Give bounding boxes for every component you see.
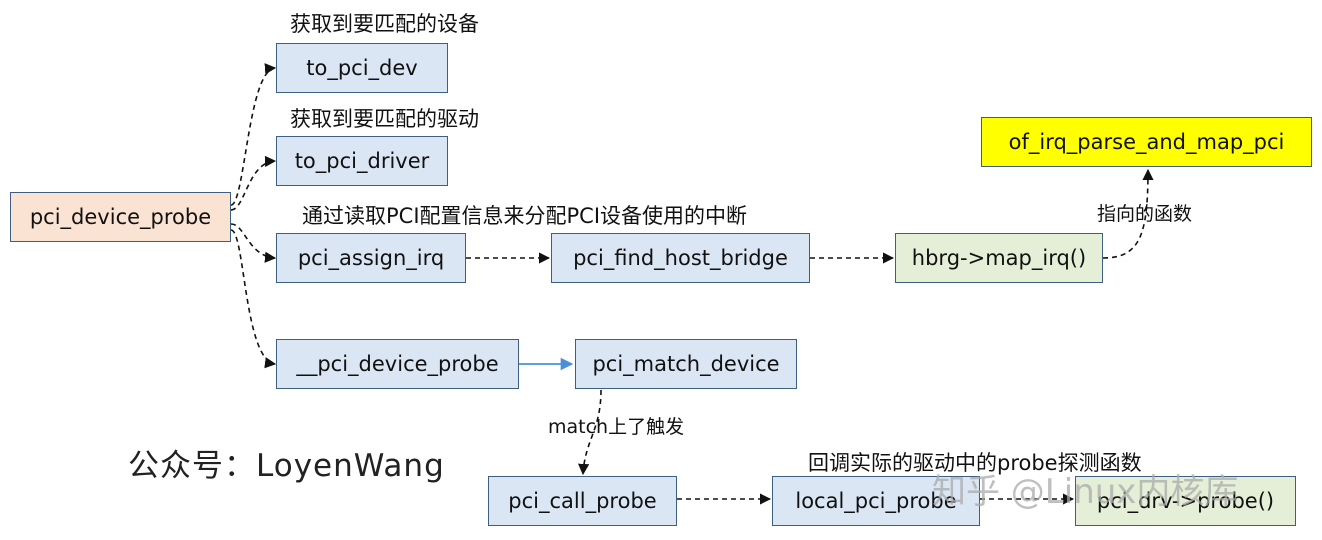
node-pci-drv-probe: pci_drv->probe()	[1075, 476, 1296, 526]
edge-match-call	[578, 389, 602, 476]
edge-root-pci_assign_irq	[230, 223, 277, 263]
label-points-to: 指向的函数	[1097, 203, 1193, 225]
label-get-device: 获取到要匹配的设备	[290, 12, 479, 36]
label-callback-note: 回调实际的驱动中的probe探测函数	[808, 451, 1142, 475]
edge-root-to_pci_dev	[230, 63, 277, 206]
node-pci-match-device: pci_match_device	[575, 339, 797, 389]
edge-hbrg-of_irq	[1102, 168, 1154, 259]
edge-root-__pci_device_probe	[230, 229, 277, 369]
node-local-pci-probe: local_pci_probe	[772, 476, 980, 526]
node-pci-call-probe: pci_call_probe	[488, 476, 677, 526]
edge-root-to_pci_driver	[230, 155, 277, 211]
node-pci-find-host-bridge: pci_find_host_bridge	[551, 233, 810, 283]
label-match-trigger: match上了触发	[548, 416, 685, 438]
node-to-pci-driver: to_pci_driver	[276, 136, 448, 186]
site-watermark: 知乎 @Linux内核库	[932, 472, 1239, 512]
node-pci-assign-irq: pci_assign_irq	[276, 233, 466, 283]
node-to-pci-dev: to_pci_dev	[276, 43, 448, 93]
label-get-driver: 获取到要匹配的驱动	[290, 107, 479, 131]
author-watermark: 公众号：LoyenWang	[128, 448, 445, 484]
node-hbrg-map-irq: hbrg->map_irq()	[895, 233, 1103, 283]
node-pci-device-probe: pci_device_probe	[10, 192, 231, 242]
node-__pci-device-probe: __pci_device_probe	[276, 339, 519, 389]
label-assign-irq-note: 通过读取PCI配置信息来分配PCI设备使用的中断	[302, 204, 748, 228]
node-of-irq-parse-and-map-pci: of_irq_parse_and_map_pci	[981, 117, 1312, 167]
